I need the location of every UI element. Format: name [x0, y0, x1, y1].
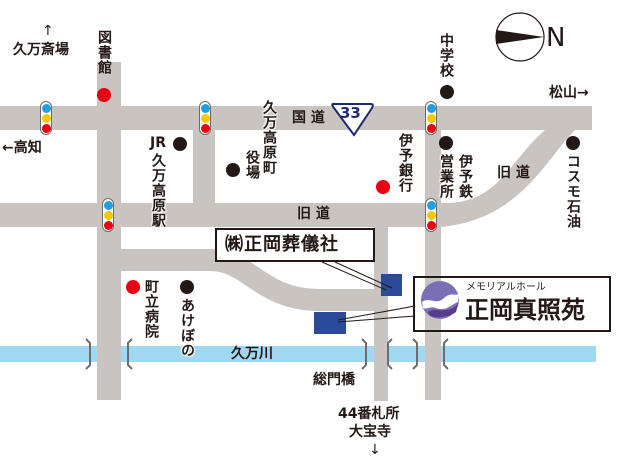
funeral-callout-pointer: [321, 261, 393, 291]
route-33-shield-icon: [331, 103, 374, 137]
memorial-hall-site: [314, 312, 346, 334]
road-right-vertical: [425, 106, 441, 400]
label-town-office-name: 久万高原町: [261, 100, 277, 175]
roads: [0, 62, 592, 401]
akebono-marker-icon: [180, 280, 194, 294]
bridge-markers: [85, 338, 449, 370]
iyotetsu-office-marker-icon: [439, 136, 453, 150]
hospital-marker-icon: [126, 280, 140, 294]
cosmo-oil-marker-icon: [566, 136, 580, 150]
label-iyotetsu-office-b: 伊予鉄: [457, 154, 473, 199]
arrow-up-kumanosaiba: ↑: [42, 23, 54, 39]
route-33-number: 33: [340, 104, 361, 122]
direction-taihoji-line1: 44番札所: [338, 406, 400, 422]
traffic-signal-icon: [425, 198, 437, 232]
funeral-company-callout: ㈱正岡葬儀社: [215, 228, 375, 262]
memorial-hall-name: 正岡真照苑: [465, 295, 585, 324]
jr-station-marker-icon: [173, 137, 187, 151]
label-bridge: 総門橋: [313, 372, 355, 388]
label-junior-high: 中学校: [438, 33, 454, 78]
label-cosmo-oil: コスモ石油: [565, 154, 581, 229]
label-jr-station: 久万高原駅: [150, 153, 166, 228]
label-national-road: 国 道: [292, 110, 325, 126]
library-marker-icon: [97, 88, 111, 102]
label-river: 久万川: [231, 346, 273, 362]
compass-icon: [495, 12, 545, 62]
traffic-signal-icon: [102, 198, 114, 232]
memorial-hall-subtitle: メモリアルホール: [466, 282, 546, 293]
town-office-marker-icon: [226, 163, 240, 177]
label-iyo-bank: 伊予銀行: [397, 133, 413, 193]
arrow-down-taihoji: ↓: [369, 442, 381, 458]
funeral-company-site: [381, 274, 402, 296]
road-bridge-vertical: [374, 227, 388, 401]
label-town-hospital: 町立病院: [143, 279, 159, 339]
memorial-hall-callout: メモリアルホール 正岡真照苑: [413, 276, 611, 332]
funeral-company-name: ㈱正岡葬儀社: [225, 234, 339, 255]
direction-kochi: ←高知: [2, 140, 42, 156]
memorial-callout-pointer: [337, 305, 416, 323]
iyo-bank-marker-icon: [376, 180, 390, 194]
traffic-signal-icon: [199, 101, 211, 135]
label-old-road-middle: 旧 道: [297, 206, 330, 222]
road-station-vertical: [193, 130, 215, 227]
traffic-signal-icon: [40, 101, 52, 135]
river-kuma: [0, 346, 596, 362]
label-town-office-suffix: 役場: [244, 150, 260, 180]
label-akebono: あけぼの: [179, 298, 195, 358]
label-library: 図書館: [96, 30, 112, 75]
junior-high-marker-icon: [440, 85, 454, 99]
compass-north-label: N: [546, 23, 566, 53]
memorial-hall-logo-icon: [421, 281, 459, 319]
direction-matsuyama: 松山→: [549, 85, 589, 101]
direction-taihoji-line2: 大宝寺: [349, 424, 391, 440]
old-road-middle: [0, 203, 440, 227]
label-jr-prefix: JR: [150, 135, 166, 151]
old-road-right-curve: [432, 130, 575, 227]
label-iyotetsu-office-a: 営業所: [438, 154, 454, 199]
road-curved-hospital: [121, 249, 376, 311]
direction-kumanosaiba: 久万斎場: [13, 42, 69, 58]
traffic-signal-icon: [425, 101, 437, 135]
label-old-road-right: 旧 道: [497, 165, 530, 181]
